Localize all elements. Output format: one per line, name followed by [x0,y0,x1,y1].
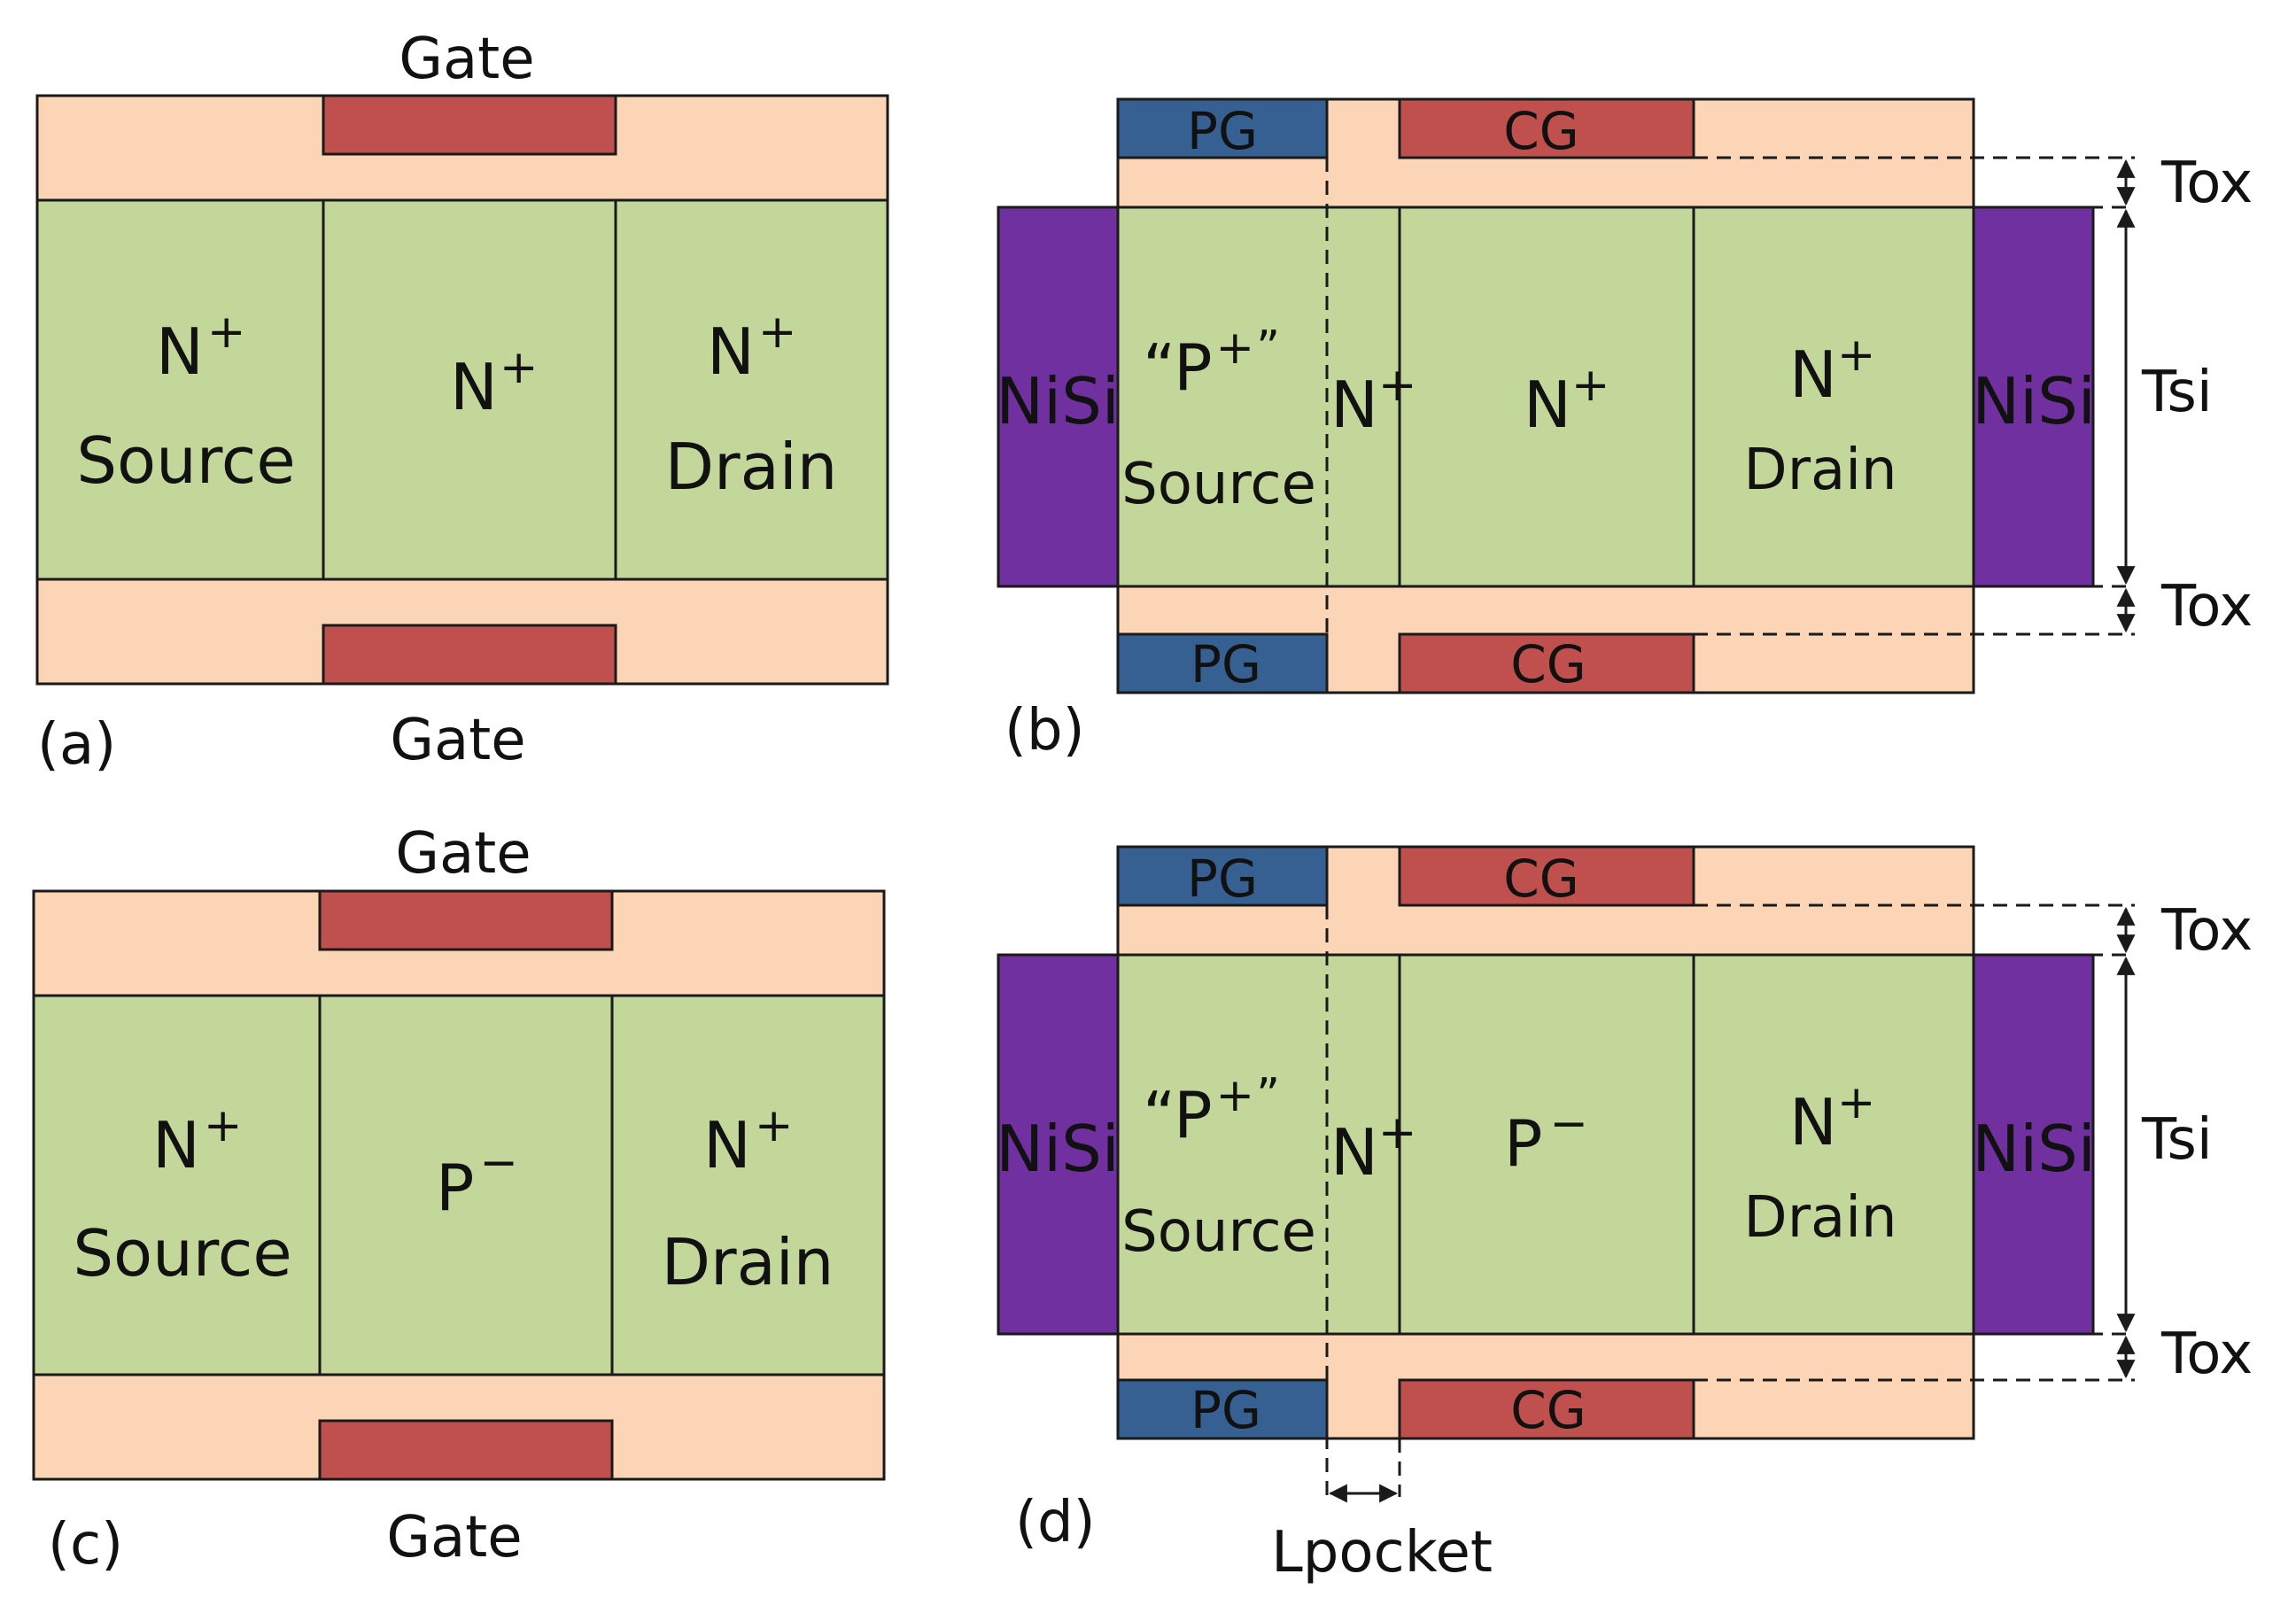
source-label: Source [73,1216,291,1291]
panel-b: PG CG PG CG NiSi NiSi “P+” Source N+ N+ … [996,97,2253,764]
silicon-body [1116,205,1975,588]
nisi-left-label: NiSi [996,1112,1120,1186]
cg-top [1398,845,1695,907]
gate-top-label: Gate [399,27,534,92]
gate-top-label: Gate [395,821,531,887]
nisi-right [1972,953,2095,1336]
caption-d: (d) [1015,1490,1096,1555]
gate-bottom-label: Gate [390,708,525,773]
source-label: Source [76,423,295,498]
pocket-doping: N+ [1330,1106,1416,1190]
pg-bottom [1116,632,1329,694]
tsi-label: Tsi [2141,1107,2213,1173]
cg-bottom [1398,632,1695,694]
source-label: Source [1121,452,1316,517]
lpocket-label: Lpocket [1271,1520,1493,1586]
drain-label: Drain [1743,1185,1897,1251]
top-gate [318,889,614,951]
bottom-gate [318,1419,614,1481]
source-doping: “P+” [1143,1069,1280,1152]
channel-doping: P− [436,1136,518,1225]
cg-bottom-label: CG [1510,1380,1586,1440]
pg-top [1116,97,1329,159]
nisi-right-label: NiSi [1972,1112,2096,1186]
tox-bottom-label: Tox [2160,574,2253,640]
panel-c: Gate Gate (c) N+ Source P− N+ Drain [32,821,886,1578]
drain-doping: N+ [703,1099,793,1182]
source-doping: N+ [152,1099,242,1182]
source-label: Source [1121,1199,1316,1265]
drain-label: Drain [665,430,838,504]
tox-bottom-label: Tox [2160,1322,2253,1387]
source-doping: N+ [156,306,245,389]
drain-doping: N+ [707,306,796,389]
drain-doping: N+ [1789,1076,1875,1159]
drain-label: Drain [1743,438,1897,503]
cg-bottom-label: CG [1510,634,1586,694]
nisi-right-label: NiSi [1972,364,2096,438]
channel-doping: N+ [450,341,538,424]
nisi-left [997,953,1120,1336]
silicon-body [35,198,889,581]
silicon-body [1116,953,1975,1336]
cg-top-label: CG [1503,849,1578,909]
drain-label: Drain [662,1225,834,1299]
pg-top-label: PG [1187,849,1258,909]
tox-top-label: Tox [2160,151,2253,216]
pg-bottom-label: PG [1191,634,1261,694]
pg-bottom-label: PG [1191,1380,1261,1440]
pg-top-label: PG [1187,101,1258,161]
cg-top-label: CG [1503,101,1578,161]
pg-top [1116,845,1329,907]
bottom-gate [322,624,617,686]
drain-doping: N+ [1789,329,1875,412]
top-gate [322,94,617,156]
caption-b: (b) [1004,698,1085,764]
gate-bottom-label: Gate [386,1505,522,1570]
tox-top-label: Tox [2160,898,2253,964]
tsi-label: Tsi [2141,360,2213,425]
cg-bottom [1398,1378,1695,1440]
channel-doping: P− [1504,1097,1588,1181]
pg-bottom [1116,1378,1329,1440]
source-doping: “P+” [1143,322,1280,405]
caption-c: (c) [48,1512,123,1578]
pocket-doping: N+ [1330,359,1416,442]
panel-a: Gate Gate (a) N+ Source N+ N+ Drain [35,27,889,778]
cg-top [1398,97,1695,159]
caption-a: (a) [37,712,116,778]
silicon-body [32,994,886,1376]
channel-doping: N+ [1524,359,1610,442]
nisi-left-label: NiSi [996,364,1120,438]
nisi-left [997,205,1120,588]
panel-d: PG CG PG CG NiSi NiSi “P+” Source N+ P− … [996,845,2253,1586]
